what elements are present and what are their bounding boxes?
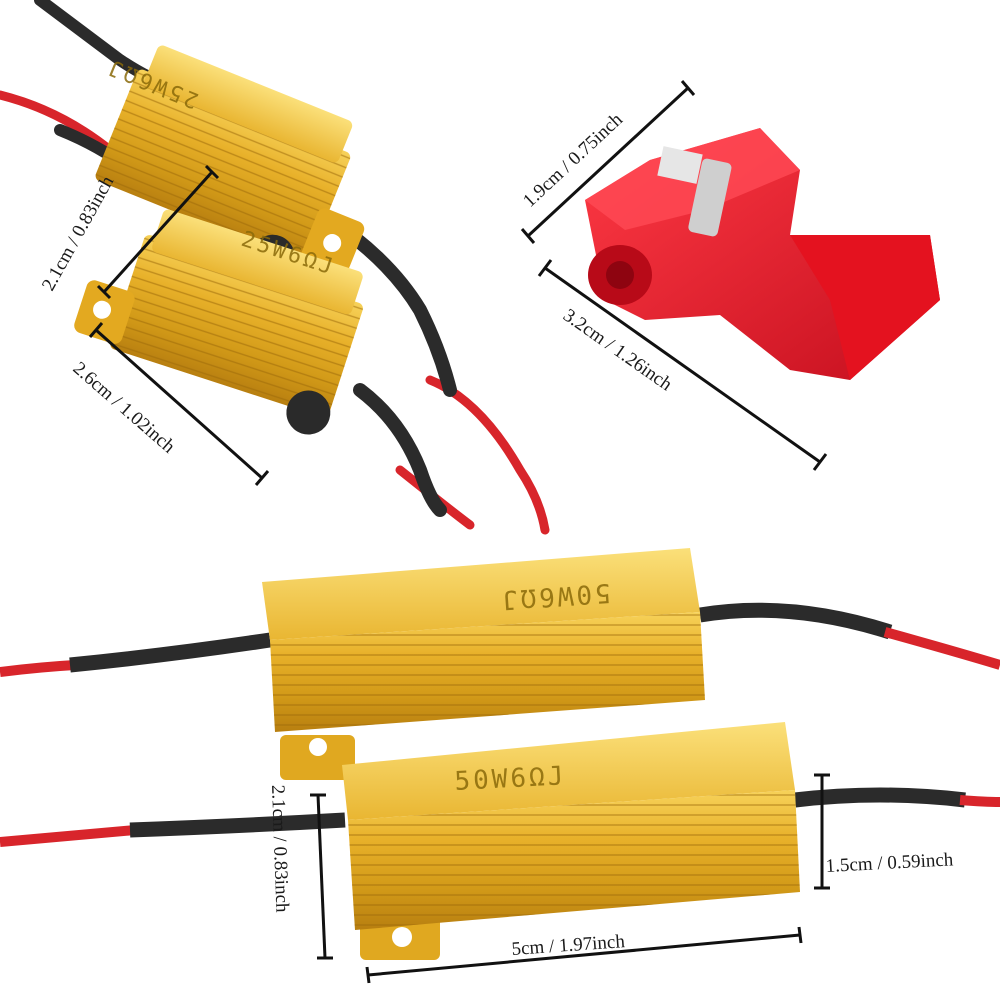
dimension-label: 5cm / 1.97inch xyxy=(511,931,626,960)
red-wire xyxy=(0,825,136,847)
black-wire xyxy=(69,632,272,673)
black-wire xyxy=(353,383,447,517)
dimension-label: 2.6cm / 1.02inch xyxy=(69,358,180,458)
red-wire xyxy=(959,795,1000,807)
large-resistors-group: 50W6ΩJ 50W6ΩJ xyxy=(0,548,1000,960)
dimension-large-height: 2.1cm / 0.83inch xyxy=(267,784,333,960)
black-wire xyxy=(129,812,346,838)
red-wire xyxy=(0,660,76,677)
black-wire xyxy=(794,787,966,808)
small-resistors-group: 25W6ΩJ 25W6ΩJ xyxy=(0,0,550,535)
red-wire xyxy=(883,627,1000,670)
resistor-marking: 50W6ΩJ xyxy=(454,761,567,797)
black-wire xyxy=(698,602,893,640)
dimension-label: 2.1cm / 0.83inch xyxy=(38,172,119,294)
dimension-label: 2.1cm / 0.83inch xyxy=(267,784,292,913)
dimension-label: 1.5cm / 0.59inch xyxy=(825,849,954,877)
black-wire xyxy=(323,213,457,397)
splice-connector xyxy=(585,128,940,380)
